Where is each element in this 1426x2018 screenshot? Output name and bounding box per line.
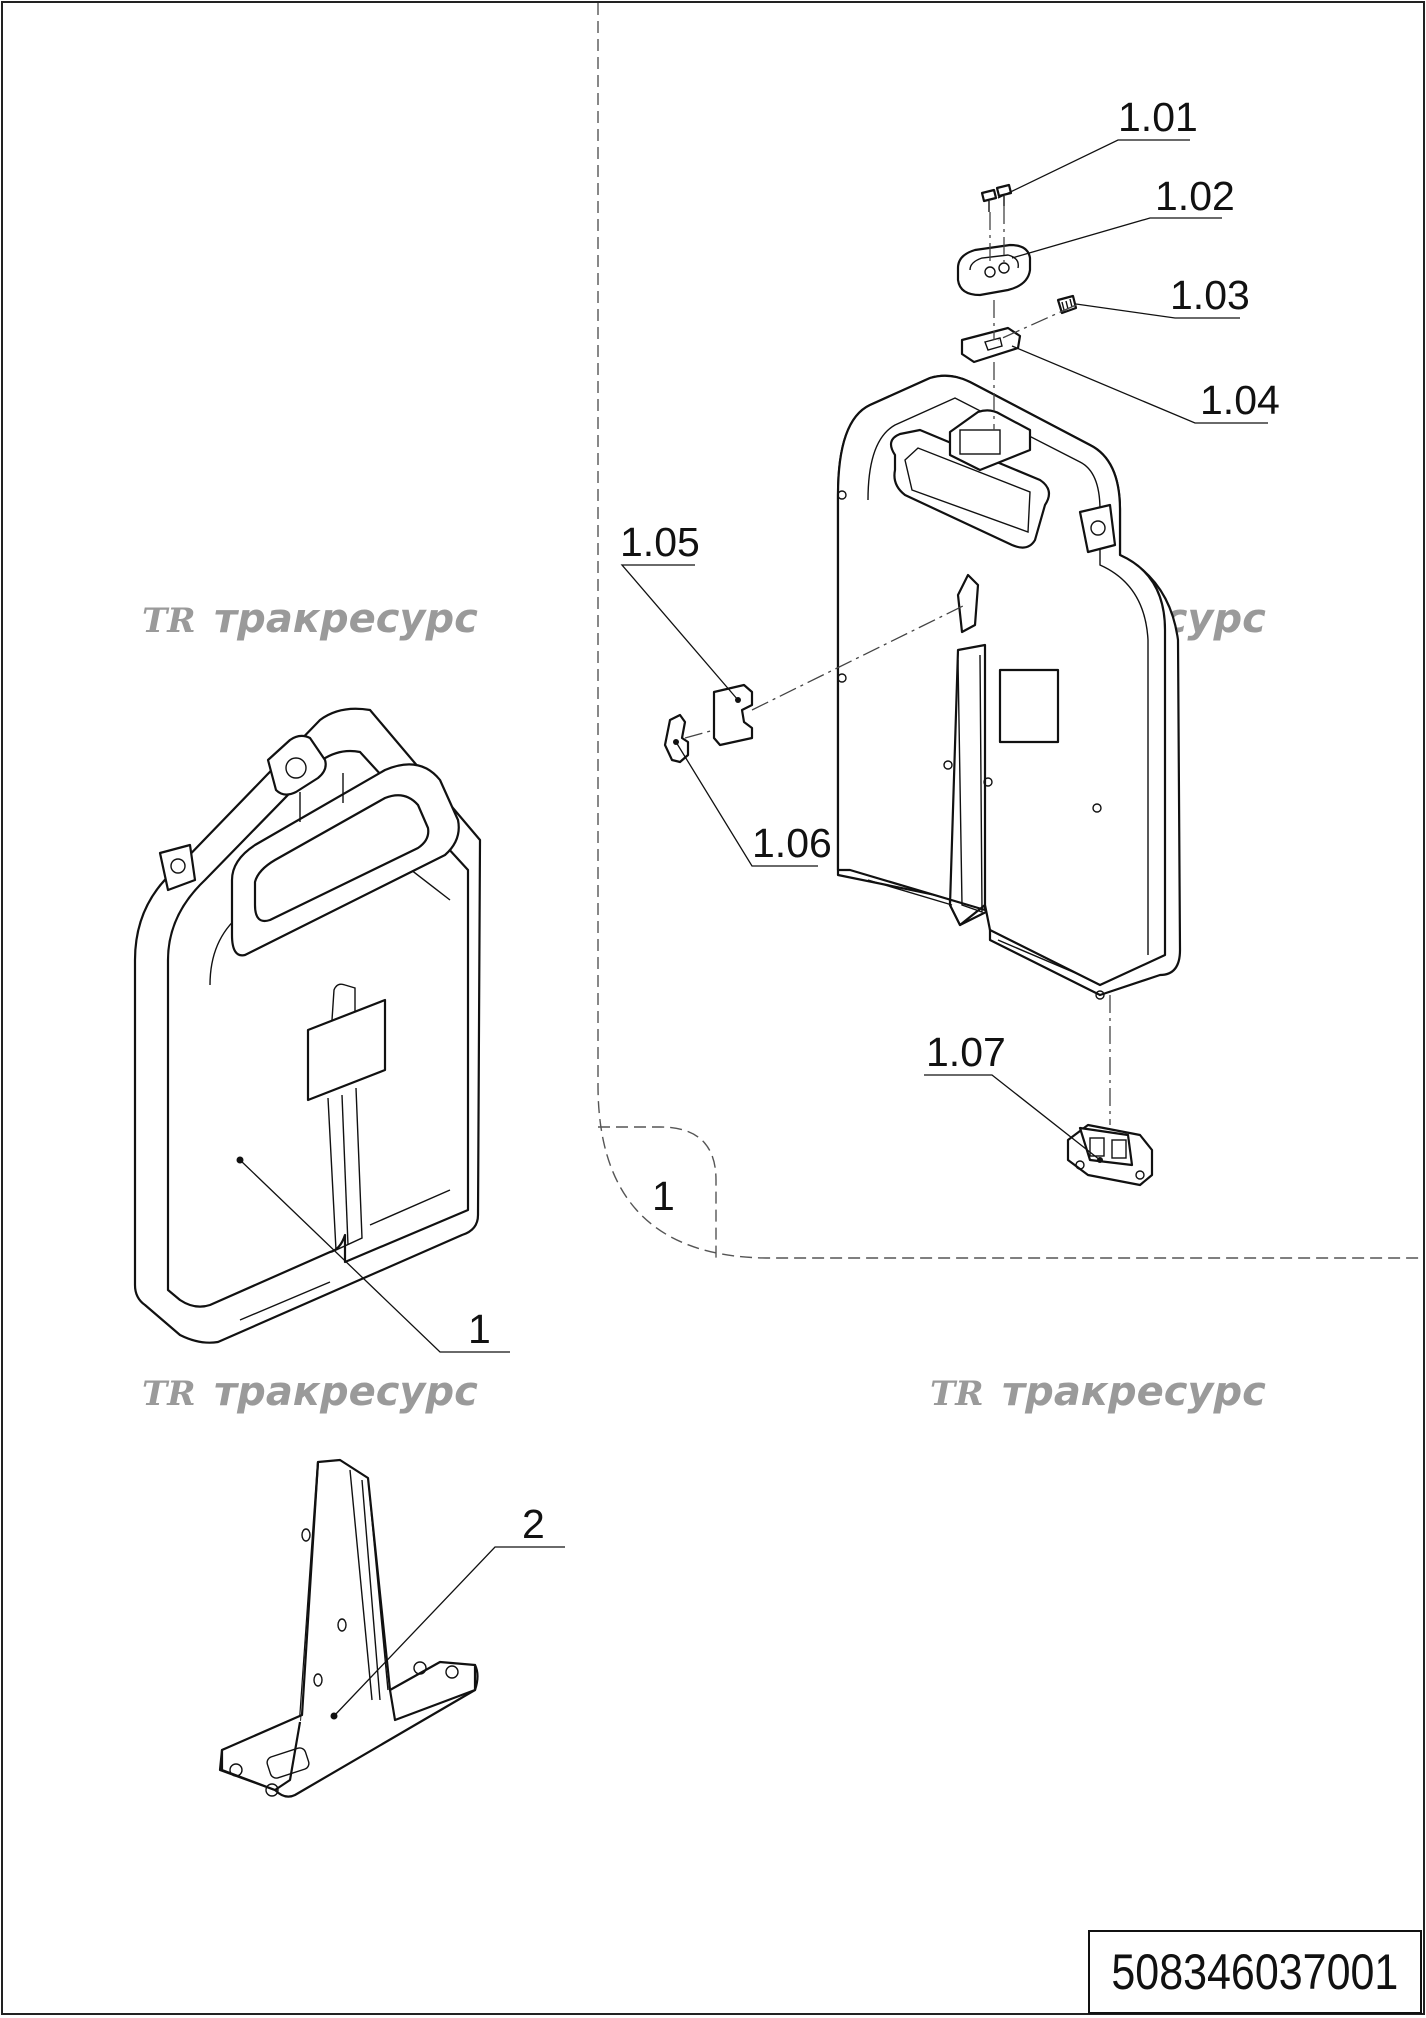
watermark-logo: TR [142, 1374, 196, 1414]
leader-1-01 [997, 139, 1190, 199]
leader-1-07 [924, 1074, 1101, 1161]
watermark-logo: TR [142, 601, 196, 641]
document-code-box: 508346037001 [1088, 1930, 1422, 2014]
connector-part-1-07 [1066, 1123, 1154, 1187]
leader-1-05 [620, 564, 739, 701]
document-code: 508346037001 [1111, 1944, 1399, 2000]
detail-view-label: 1 [652, 1173, 675, 1219]
leader-1-03 [1075, 303, 1240, 319]
detail-view-tag-boundary [598, 1126, 717, 1258]
assembly-axis-spring [997, 304, 1077, 341]
plate-part-1-05 [712, 683, 754, 747]
leader-2 [333, 1546, 565, 1717]
callout-1-06: 1.06 [752, 820, 832, 866]
watermark-text: тракресурс [214, 1369, 478, 1415]
bracket-part-2 [218, 1458, 479, 1798]
callout-1-04: 1.04 [1200, 377, 1280, 423]
leader-1-06 [675, 741, 818, 867]
canister-part-1 [133, 707, 482, 1344]
callout-1-03: 1.03 [1170, 272, 1250, 318]
canister-detail-view [836, 374, 1182, 1000]
screws-part-1-01 [980, 183, 1013, 212]
callout-1-05: 1.05 [620, 519, 700, 565]
callout-1-07: 1.07 [926, 1029, 1006, 1075]
watermark-text: тракресурс [1002, 1369, 1266, 1415]
leader-1-04 [1011, 345, 1268, 424]
leader-1-02 [1011, 217, 1222, 259]
watermark-logo: TR [930, 1374, 984, 1414]
callout-2: 2 [522, 1501, 545, 1547]
leader-1 [239, 1159, 510, 1353]
spring-part-1-03 [1056, 294, 1078, 315]
callout-1: 1 [468, 1306, 491, 1352]
callout-1-01: 1.01 [1118, 94, 1198, 140]
watermark-4: TR тракресурс [930, 1369, 1266, 1415]
watermark-3: TR тракресурс [142, 1369, 478, 1415]
cover-part-1-02 [956, 243, 1032, 297]
callout-1-02: 1.02 [1155, 173, 1235, 219]
assembly-axis-top [989, 206, 1005, 430]
assembly-axis-clip [684, 729, 715, 739]
watermark-1: TR тракресурс [142, 596, 478, 642]
assembly-axis-plate [751, 604, 966, 711]
watermark-text: тракресурс [214, 596, 478, 642]
latch-part-1-04 [960, 326, 1022, 364]
